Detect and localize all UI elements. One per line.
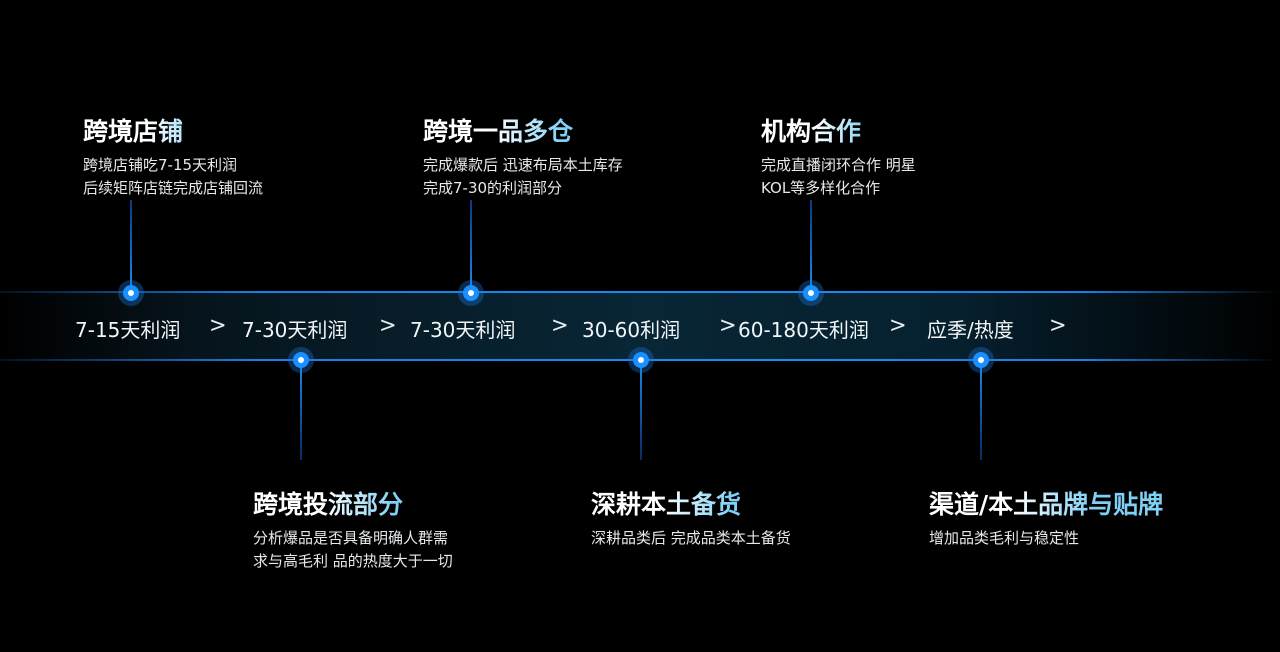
timeline-top-line <box>0 291 1280 293</box>
connector-line <box>640 360 642 460</box>
chevron-right-icon: > <box>209 313 227 337</box>
milestone-ad-traffic: 跨境投流部分 分析爆品是否具备明确人群需 求与高毛利 品的热度大于一切 <box>253 485 453 573</box>
milestone-desc: 完成直播闭环合作 明星 <box>761 156 916 174</box>
connector-line <box>980 360 982 460</box>
milestone-title: 跨境一品多仓 <box>423 112 623 148</box>
timeline-node <box>288 347 314 373</box>
milestone-cross-border-store: 跨境店铺 跨境店铺吃7-15天利润 后续矩阵店链完成店铺回流 <box>83 112 263 200</box>
milestone-multi-warehouse: 跨境一品多仓 完成爆款后 迅速布局本土库存 完成7-30的利润部分 <box>423 112 623 200</box>
milestone-desc: 分析爆品是否具备明确人群需 <box>253 529 449 547</box>
stage-label: 30-60利润 <box>582 318 681 342</box>
timeline-node <box>458 280 484 306</box>
milestone-title: 跨境店铺 <box>83 112 263 148</box>
milestone-title: 跨境投流部分 <box>253 485 453 521</box>
milestone-desc: 完成7-30的利润部分 <box>423 179 563 197</box>
milestone-agency-partnership: 机构合作 完成直播闭环合作 明星 KOL等多样化合作 <box>761 112 916 200</box>
milestone-desc: 后续矩阵店链完成店铺回流 <box>83 179 264 197</box>
chevron-right-icon: > <box>719 313 737 337</box>
stage-label: 60-180天利润 <box>738 318 869 342</box>
milestone-desc: 增加品类毛利与稳定性 <box>929 529 1080 547</box>
connector-line <box>130 200 132 293</box>
timeline-band <box>0 292 1280 360</box>
stage-label: 7-30天利润 <box>410 318 516 342</box>
stage-label: 7-30天利润 <box>242 318 348 342</box>
milestone-desc: 完成爆款后 迅速布局本土库存 <box>423 156 623 174</box>
connector-line <box>470 200 472 293</box>
timeline-node <box>968 347 994 373</box>
milestone-desc: 求与高毛利 品的热度大于一切 <box>253 552 453 570</box>
milestone-title: 深耕本土备货 <box>591 485 791 521</box>
timeline-node <box>628 347 654 373</box>
chevron-right-icon: > <box>1049 313 1067 337</box>
milestone-local-brand: 渠道/本土品牌与贴牌 增加品类毛利与稳定性 <box>929 485 1163 550</box>
milestone-desc: 跨境店铺吃7-15天利润 <box>83 156 238 174</box>
milestone-title: 渠道/本土品牌与贴牌 <box>929 485 1163 521</box>
chevron-right-icon: > <box>889 313 907 337</box>
connector-line <box>810 200 812 293</box>
chevron-right-icon: > <box>379 313 397 337</box>
stage-label: 7-15天利润 <box>75 318 181 342</box>
milestone-local-stock: 深耕本土备货 深耕品类后 完成品类本土备货 <box>591 485 791 550</box>
timeline-node <box>798 280 824 306</box>
milestone-desc: KOL等多样化合作 <box>761 179 881 197</box>
timeline-node <box>118 280 144 306</box>
connector-line <box>300 360 302 460</box>
milestone-desc: 深耕品类后 完成品类本土备货 <box>591 529 791 547</box>
stage-label: 应季/热度 <box>927 318 1014 342</box>
milestone-title: 机构合作 <box>761 112 916 148</box>
chevron-right-icon: > <box>551 313 569 337</box>
